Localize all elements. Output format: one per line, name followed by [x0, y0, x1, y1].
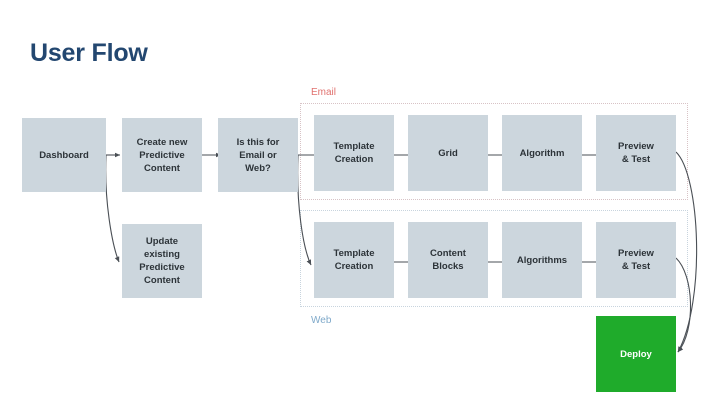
node-email-algorithm-label: Algorithm [519, 147, 565, 159]
node-dashboard[interactable]: Dashboard [22, 118, 106, 192]
node-deploy[interactable]: Deploy [596, 316, 676, 392]
node-email-grid-label: Grid [438, 147, 458, 159]
node-web-algorithms[interactable]: Algorithms [502, 222, 582, 298]
node-email-grid[interactable]: Grid [408, 115, 488, 191]
edge-dashboard-update-existing [105, 154, 120, 263]
group-label-email: Email [311, 87, 337, 98]
node-web-algorithms-label: Algorithms [516, 254, 568, 266]
group-email [300, 103, 688, 200]
group-label-web: Web [311, 315, 332, 326]
node-email-preview-test[interactable]: Preview& Test [596, 115, 676, 191]
node-deploy-label: Deploy [620, 348, 652, 360]
node-dashboard-label: Dashboard [39, 149, 89, 161]
node-web-preview-test[interactable]: Preview& Test [596, 222, 676, 298]
node-email-algorithm[interactable]: Algorithm [502, 115, 582, 191]
node-web-preview-test-label: Preview& Test [618, 248, 654, 272]
node-email-preview-test-label: Preview& Test [618, 141, 654, 165]
page-title: User Flow [30, 39, 148, 67]
